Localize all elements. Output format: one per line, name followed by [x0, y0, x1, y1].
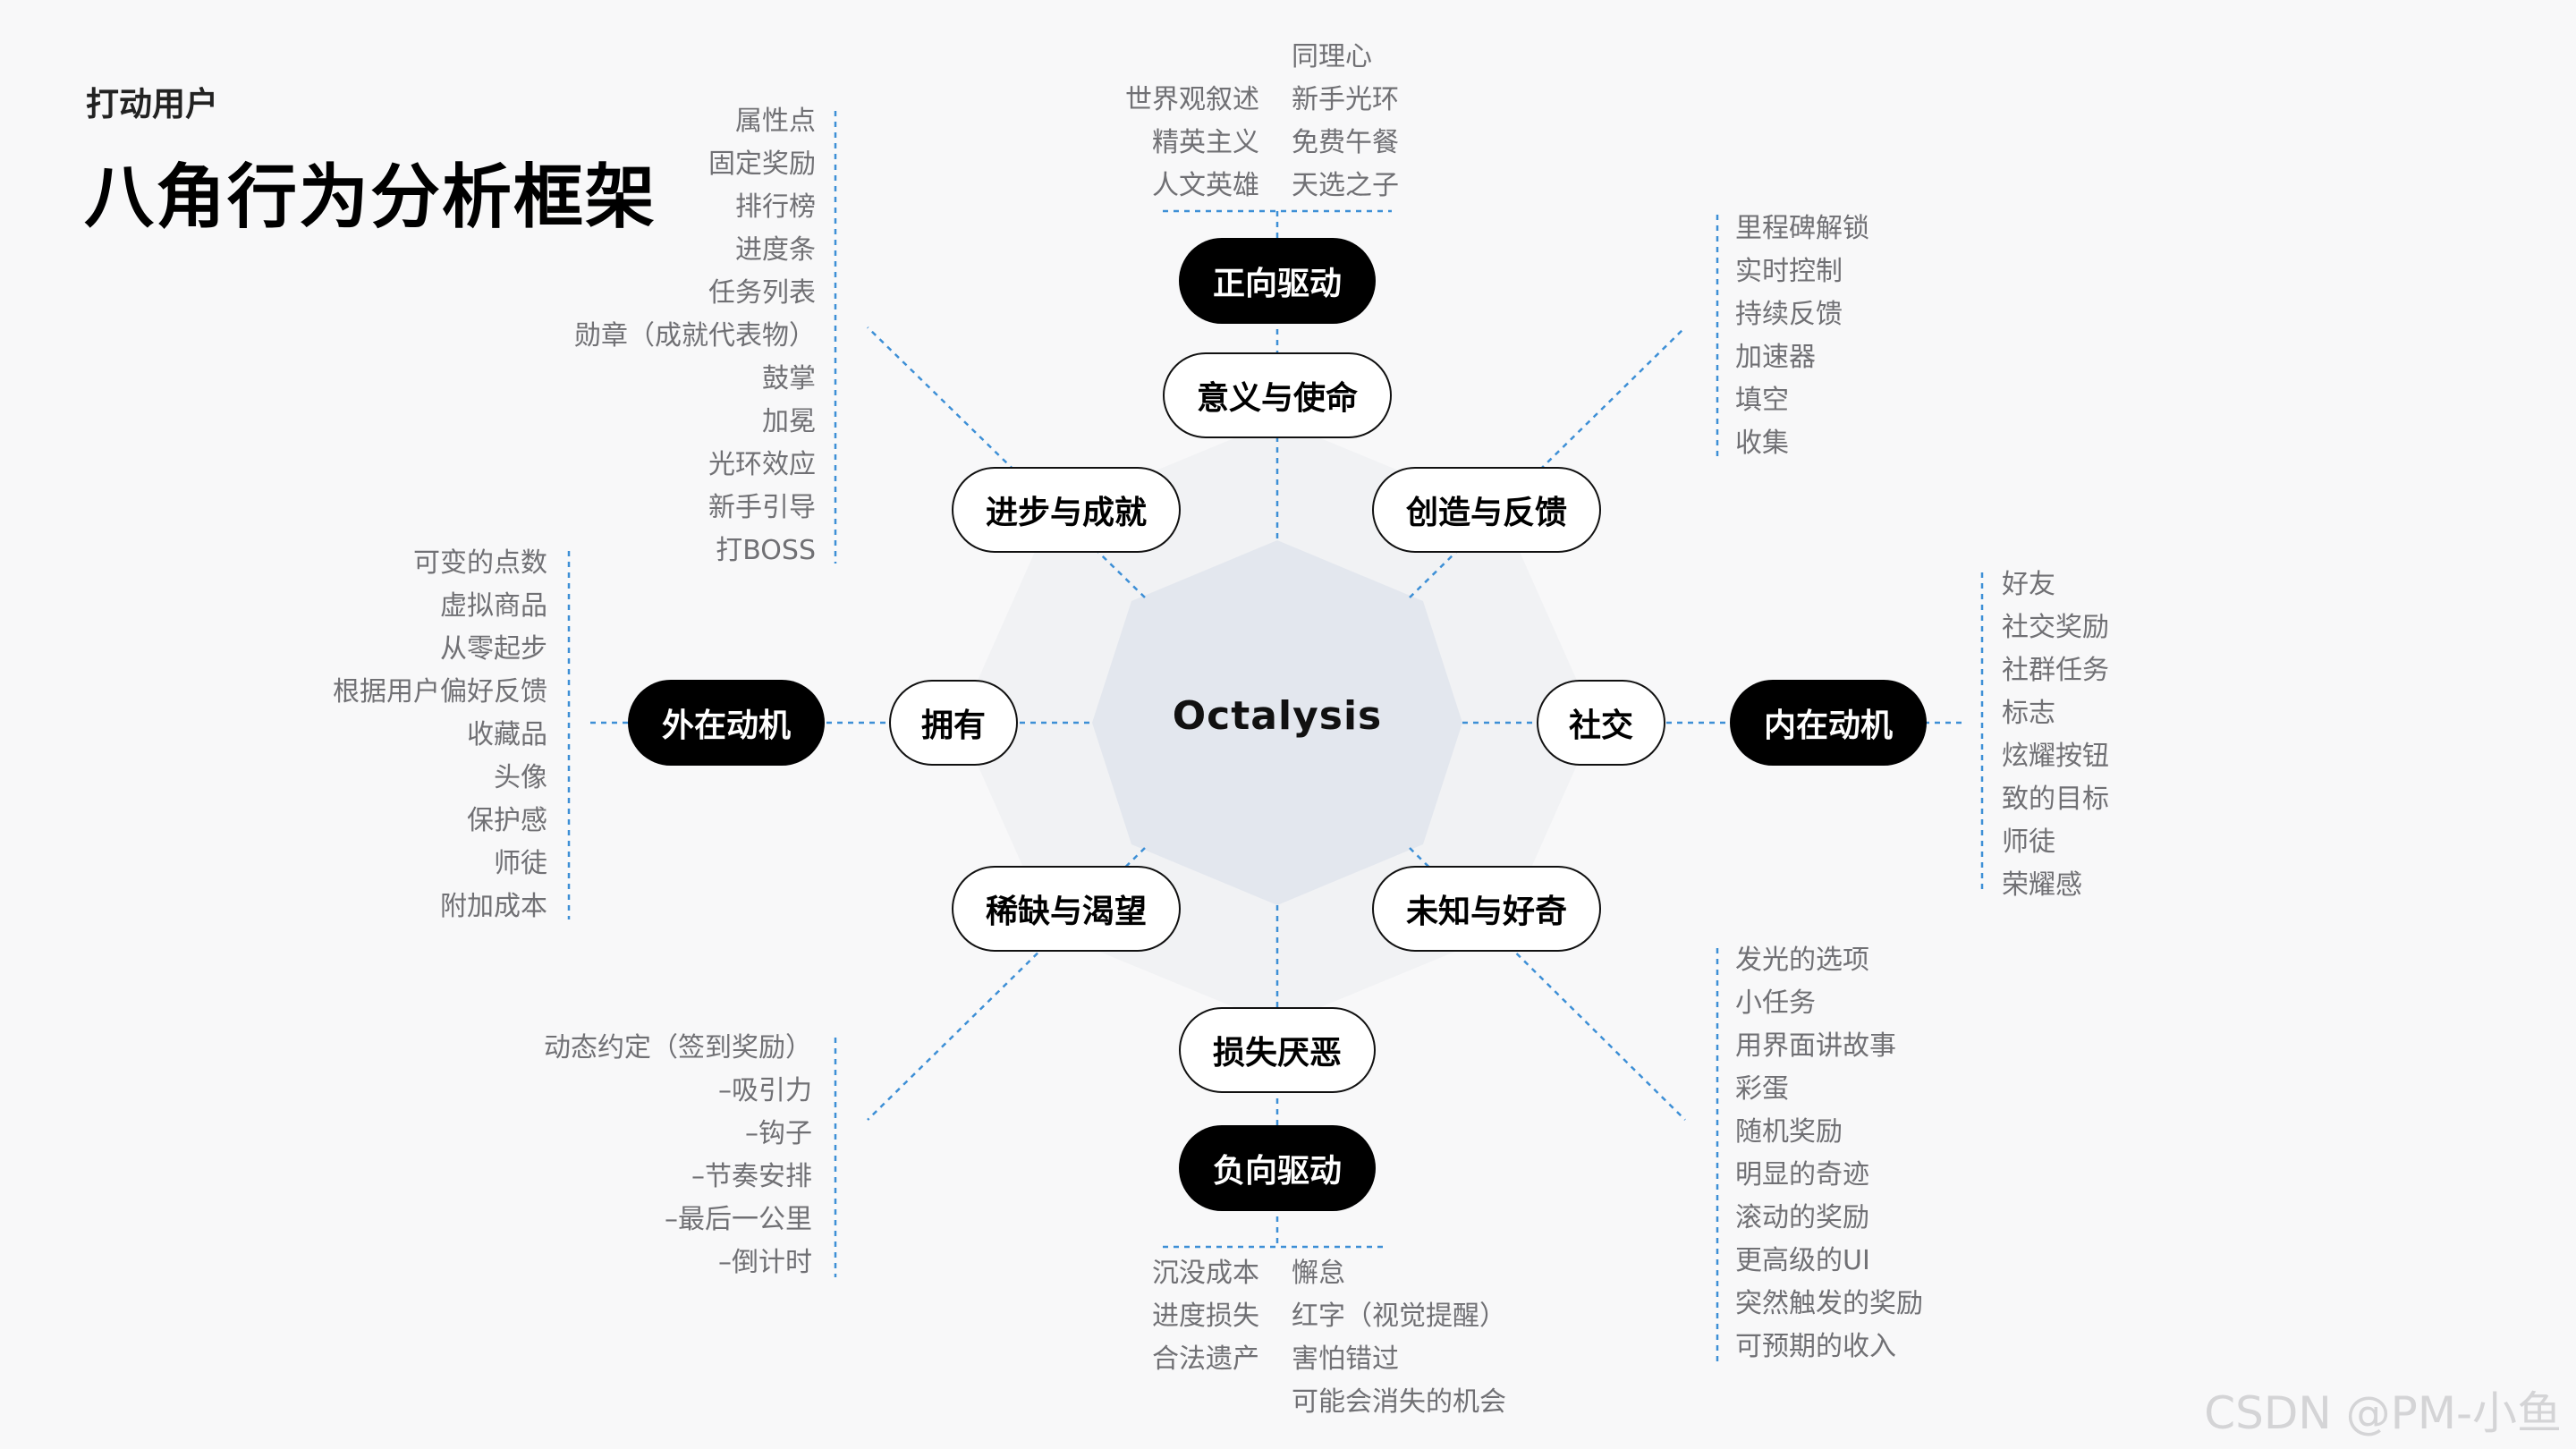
list-item: 突然触发的奖励: [1735, 1288, 1923, 1319]
list-item: 合法遗产: [1152, 1343, 1259, 1375]
list-item: –倒计时: [718, 1247, 812, 1278]
list-item: 用界面讲故事: [1735, 1030, 1896, 1062]
list-item: 实时控制: [1735, 256, 1843, 287]
list-item: 从零起步: [440, 633, 547, 665]
inner-octagon: [1092, 540, 1462, 905]
list-item: 人文英雄: [1152, 170, 1259, 201]
list-item: 里程碑解锁: [1735, 213, 1869, 244]
list-item: 发光的选项: [1735, 945, 1869, 976]
list-item: 可能会消失的机会: [1292, 1386, 1506, 1418]
list-social: 好友 社交奖励 社群任务 标志 炫耀按钮 致的目标 师徒 荣耀感: [2002, 564, 2109, 907]
list-item: 光环效应: [708, 449, 816, 480]
watermark: CSDN @PM-小鱼: [2204, 1387, 2562, 1439]
drive-avoidance-node: 损失厌恶: [1179, 1007, 1376, 1093]
list-meaning-right: 同理心 新手光环 免费午餐 天选之子: [1292, 36, 1399, 208]
list-item: 动态约定（签到奖励）: [544, 1032, 812, 1063]
list-item: 明显的奇迹: [1735, 1159, 1869, 1191]
list-item: 免费午餐: [1292, 127, 1399, 158]
list-item: 虚拟商品: [440, 590, 547, 622]
octalysis-core-label: Octalysis: [1172, 693, 1383, 739]
list-item: 社群任务: [2002, 655, 2109, 686]
list-item: 进度条: [735, 234, 816, 266]
list-item: 红字（视觉提醒）: [1292, 1301, 1506, 1332]
list-avoidance-left: 沉没成本 进度损失 合法遗产: [1152, 1252, 1259, 1381]
list-item: 勋章（成就代表物）: [574, 320, 816, 352]
list-item: 新手引导: [708, 492, 816, 523]
drive-meaning-node: 意义与使命: [1163, 352, 1392, 438]
list-item: 附加成本: [440, 891, 547, 922]
list-item: 加冕: [762, 406, 816, 437]
list-item: –吸引力: [718, 1075, 812, 1106]
intrinsic-motivation-node: 内在动机: [1730, 680, 1927, 766]
list-item: 保护感: [467, 805, 547, 836]
list-item: 害怕错过: [1292, 1343, 1399, 1375]
list-accomplishment: 属性点 固定奖励 排行榜 进度条 任务列表 勋章（成就代表物） 鼓掌 加冕 光环…: [574, 100, 816, 572]
list-item: 进度损失: [1152, 1301, 1259, 1332]
drive-empowerment-node: 创造与反馈: [1372, 467, 1601, 553]
list-item: 填空: [1735, 385, 1789, 416]
list-scarcity: 动态约定（签到奖励） –吸引力 –钩子 –节奏安排 –最后一公里 –倒计时: [544, 1027, 812, 1284]
list-item: 标志: [2002, 698, 2055, 729]
list-item: 荣耀感: [2002, 869, 2082, 901]
line-diag-upper-left: [867, 326, 1146, 598]
list-item: –节奏安排: [691, 1161, 812, 1192]
list-item: 同理心: [1292, 41, 1372, 72]
list-item: 社交奖励: [2002, 612, 2109, 643]
drive-social-node: 社交: [1537, 680, 1665, 766]
list-item: 懈怠: [1292, 1258, 1345, 1289]
list-item: 可预期的收入: [1735, 1331, 1896, 1362]
list-item: 头像: [494, 762, 547, 793]
list-ownership: 可变的点数 虚拟商品 从零起步 根据用户偏好反馈 收藏品 头像 保护感 师徒 附…: [333, 542, 547, 928]
list-unpredictability: 发光的选项 小任务 用界面讲故事 彩蛋 随机奖励 明显的奇迹 滚动的奖励 更高级…: [1735, 939, 1923, 1368]
list-item: 排行榜: [735, 191, 816, 223]
list-item: 收集: [1735, 428, 1789, 459]
list-item: –钩子: [745, 1118, 812, 1149]
list-item: 沉没成本: [1152, 1258, 1259, 1289]
list-item: –最后一公里: [665, 1204, 812, 1235]
list-item: 持续反馈: [1735, 299, 1843, 330]
list-item: 鼓掌: [762, 363, 816, 394]
list-item: 好友: [2002, 569, 2055, 600]
list-item: 属性点: [735, 106, 816, 137]
positive-drive-node: 正向驱动: [1179, 238, 1376, 324]
list-item: 师徒: [2002, 826, 2055, 858]
drive-accomplishment-node: 进步与成就: [952, 467, 1181, 553]
page-title: 八角行为分析框架: [84, 157, 657, 238]
list-item: 收藏品: [467, 719, 547, 750]
list-item: 致的目标: [2002, 784, 2109, 815]
drive-scarcity-node: 稀缺与渴望: [952, 866, 1181, 952]
list-item: 世界观叙述: [1125, 84, 1259, 115]
list-item: 精英主义: [1152, 127, 1259, 158]
list-item: 打BOSS: [716, 535, 816, 566]
drive-ownership-node: 拥有: [889, 680, 1018, 766]
list-item: 滚动的奖励: [1735, 1202, 1869, 1233]
list-item: 天选之子: [1292, 170, 1399, 201]
list-meaning-left: 世界观叙述 精英主义 人文英雄: [1125, 79, 1259, 208]
list-avoidance-right: 懈怠 红字（视觉提醒） 害怕错过 可能会消失的机会: [1292, 1252, 1506, 1424]
extrinsic-motivation-node: 外在动机: [628, 680, 825, 766]
list-item: 彩蛋: [1735, 1073, 1789, 1105]
list-item: 更高级的UI: [1735, 1245, 1870, 1276]
list-item: 随机奖励: [1735, 1116, 1843, 1148]
list-item: 新手光环: [1292, 84, 1399, 115]
drive-unpredictability-node: 未知与好奇: [1372, 866, 1601, 952]
list-item: 师徒: [494, 848, 547, 879]
list-item: 固定奖励: [708, 148, 816, 180]
page-subtitle: 打动用户: [86, 85, 218, 123]
list-item: 加速器: [1735, 342, 1816, 373]
list-item: 根据用户偏好反馈: [333, 676, 547, 708]
negative-drive-node: 负向驱动: [1179, 1125, 1376, 1211]
list-item: 小任务: [1735, 987, 1816, 1019]
list-item: 可变的点数: [413, 547, 547, 579]
line-diag-upper-right: [1409, 326, 1686, 598]
list-item: 任务列表: [708, 277, 816, 309]
list-item: 炫耀按钮: [2002, 741, 2109, 772]
list-empowerment: 里程碑解锁 实时控制 持续反馈 加速器 填空 收集: [1735, 208, 1869, 465]
